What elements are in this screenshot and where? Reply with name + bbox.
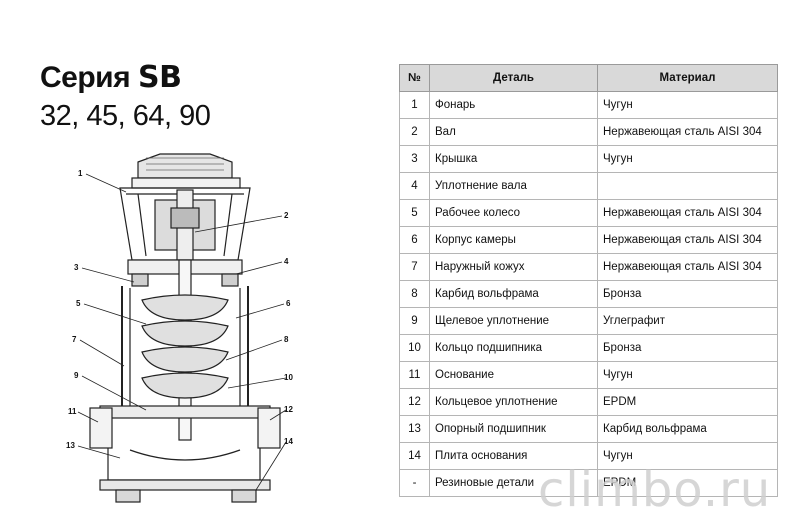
header-material: Материал	[597, 64, 778, 92]
row-part: Вал	[429, 118, 598, 146]
table-header-row: № Деталь Материал	[399, 64, 778, 92]
diagram-label-11: 11	[68, 407, 77, 416]
row-material: Чугун	[597, 145, 778, 173]
diagram-label-10: 10	[284, 373, 293, 382]
row-part: Рабочее колесо	[429, 199, 598, 227]
row-material: Нержавеющая сталь AISI 304	[597, 253, 778, 281]
diagram-label-8: 8	[284, 335, 289, 344]
diagram-label-7: 7	[72, 335, 77, 344]
row-number: 2	[399, 118, 430, 146]
row-material: Углеграфит	[597, 307, 778, 335]
row-material: Нержавеющая сталь AISI 304	[597, 199, 778, 227]
row-material	[597, 172, 778, 200]
diagram-label-6: 6	[286, 299, 291, 308]
diagram-label-9: 9	[74, 371, 79, 380]
row-number: 3	[399, 145, 430, 173]
diagram-label-5: 5	[76, 299, 81, 308]
diagram-label-12: 12	[284, 405, 293, 414]
row-material: Нержавеющая сталь AISI 304	[597, 118, 778, 146]
row-part: Корпус камеры	[429, 226, 598, 254]
header-number: №	[399, 64, 430, 92]
diagram-label-3: 3	[74, 263, 79, 272]
row-number: 5	[399, 199, 430, 227]
row-material: EPDM	[597, 388, 778, 416]
row-part: Основание	[429, 361, 598, 389]
header-part: Деталь	[429, 64, 598, 92]
diagram-label-1: 1	[78, 169, 83, 178]
row-part: Опорный подшипник	[429, 415, 598, 443]
series-prefix: Серия	[40, 61, 138, 94]
row-number: 1	[399, 91, 430, 119]
row-number: 7	[399, 253, 430, 281]
row-number: 10	[399, 334, 430, 362]
watermark: climbo.ru	[538, 462, 772, 518]
row-number: 13	[399, 415, 430, 443]
row-material: EPDM	[597, 469, 778, 497]
diagram-label-14: 14	[284, 437, 293, 446]
row-part: Щелевое уплотнение	[429, 307, 598, 335]
row-part: Уплотнение вала	[429, 172, 598, 200]
row-material: Чугун	[597, 361, 778, 389]
diagram-label-2: 2	[284, 211, 289, 220]
row-number: -	[399, 469, 430, 497]
model-list: 32, 45, 64, 90	[40, 100, 211, 132]
row-part: Крышка	[429, 145, 598, 173]
row-part: Резиновые детали	[429, 469, 598, 497]
series-title: Серия SB	[40, 60, 182, 95]
pump-diagram: 1 2 3 4 5 6 7 8 9 10 11 12 13 14	[66, 153, 293, 503]
series-code: SB	[137, 60, 182, 95]
row-number: 12	[399, 388, 430, 416]
row-part: Кольцо подшипника	[429, 334, 598, 362]
row-material: Карбид вольфрама	[597, 415, 778, 443]
row-number: 11	[399, 361, 430, 389]
row-number: 8	[399, 280, 430, 308]
row-part: Карбид вольфрама	[429, 280, 598, 308]
row-part: Фонарь	[429, 91, 598, 119]
row-part: Кольцевое уплотнение	[429, 388, 598, 416]
row-part: Наружный кожух	[429, 253, 598, 281]
row-number: 14	[399, 442, 430, 470]
row-material: Чугун	[597, 91, 778, 119]
row-material: Бронза	[597, 334, 778, 362]
row-material: Бронза	[597, 280, 778, 308]
diagram-label-13: 13	[66, 441, 75, 450]
row-number: 6	[399, 226, 430, 254]
diagram-label-4: 4	[284, 257, 289, 266]
row-number: 9	[399, 307, 430, 335]
row-number: 4	[399, 172, 430, 200]
row-material: Нержавеющая сталь AISI 304	[597, 226, 778, 254]
